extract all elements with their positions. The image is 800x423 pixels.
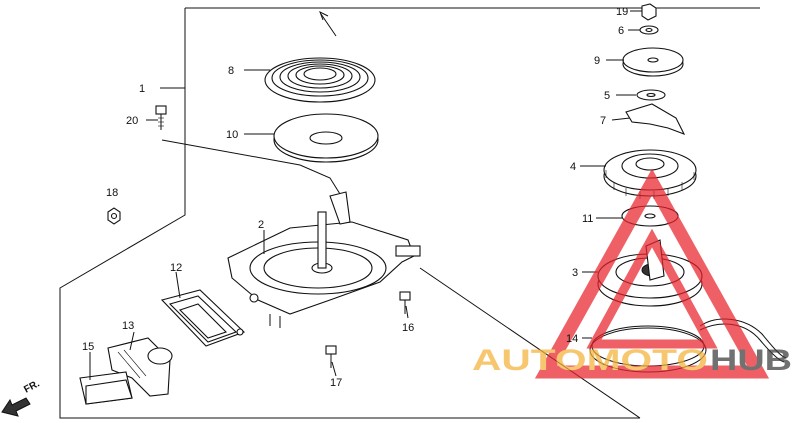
watermark-triangle — [534, 168, 770, 379]
bolt-17 — [325, 345, 337, 368]
label-part-6: 6 — [618, 25, 624, 37]
label-part-20: 20 — [126, 115, 138, 127]
grip-insert — [79, 371, 133, 405]
friction-spring — [625, 103, 686, 136]
part-labels: 1 8 10 20 18 2 12 13 15 16 17 19 6 9 5 7… — [82, 6, 628, 389]
label-part-11: 11 — [582, 213, 593, 225]
front-direction-label: FR. — [22, 378, 42, 395]
label-part-7: 7 — [600, 115, 606, 127]
label-part-8: 8 — [228, 65, 234, 77]
nut-19 — [641, 3, 657, 21]
label-part-16: 16 — [402, 322, 414, 334]
nut-18 — [107, 207, 121, 225]
label-part-10: 10 — [226, 129, 238, 141]
label-part-12: 12 — [170, 262, 182, 274]
label-part-5: 5 — [604, 90, 610, 102]
leader-lines — [89, 10, 642, 380]
watermark-word-dark: HUB — [710, 344, 792, 377]
label-part-14: 14 — [566, 333, 578, 345]
front-direction-arrow: FR. — [1, 378, 42, 417]
watermark-triangle-inner — [586, 228, 718, 349]
assembly-frame — [59, 7, 760, 419]
label-part-4: 4 — [570, 161, 576, 173]
starter-grip — [107, 337, 173, 397]
label-part-3: 3 — [572, 267, 578, 279]
label-part-13: 13 — [122, 320, 134, 332]
label-part-19: 19 — [616, 6, 628, 18]
watermark-word-orange: AUTOMOTO — [472, 344, 708, 377]
spring-cover — [273, 113, 379, 163]
starter-case — [227, 191, 421, 328]
friction-plate — [622, 47, 684, 77]
bolt-20 — [155, 105, 341, 195]
label-part-2: 2 — [258, 219, 264, 231]
rope-guide — [160, 289, 246, 347]
label-part-9: 9 — [594, 55, 600, 67]
watermark: AUTOMOTO HUB — [472, 168, 792, 379]
recoil-spring — [264, 10, 376, 103]
washer-5 — [636, 89, 666, 101]
label-part-17: 17 — [330, 377, 342, 389]
label-part-1: 1 — [139, 83, 145, 95]
label-part-18: 18 — [106, 187, 118, 199]
washer-6 — [639, 25, 659, 35]
bolt-16 — [399, 291, 411, 314]
label-part-15: 15 — [82, 341, 94, 353]
